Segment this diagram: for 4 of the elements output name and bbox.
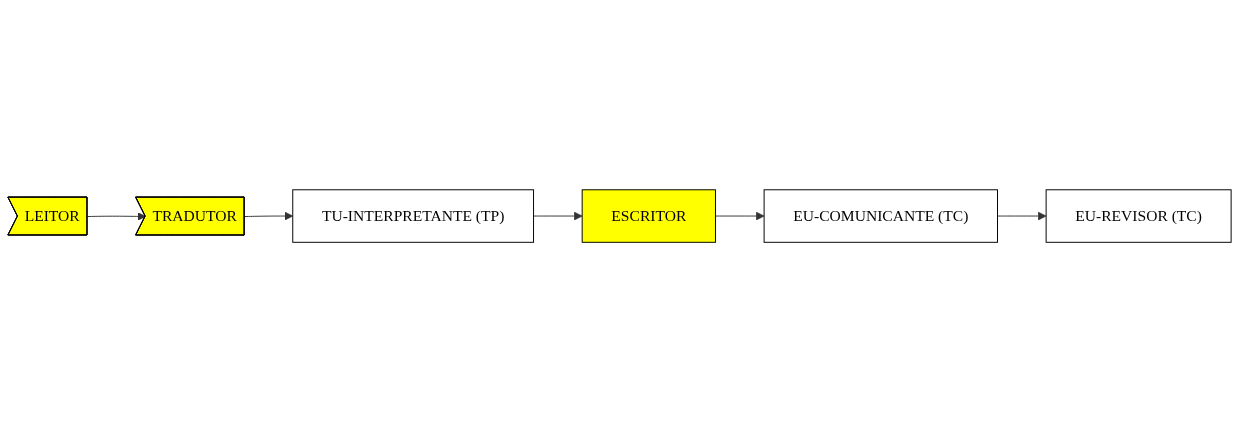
node-box: EU-COMUNICANTE (TC) — [763, 189, 998, 243]
node-box: EU-REVISOR (TC) — [1045, 189, 1232, 243]
node-box: TU-INTERPRETANTE (TP) — [292, 189, 535, 243]
node-box: ESCRITOR — [581, 189, 716, 243]
